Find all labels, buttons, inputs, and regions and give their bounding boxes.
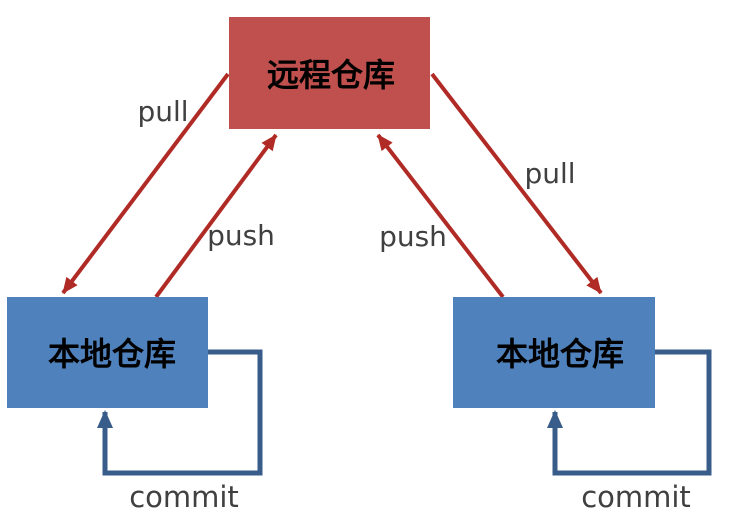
- node-local-repo-right-label: 本地仓库: [496, 335, 624, 373]
- node-remote-repo-label: 远程仓库: [267, 56, 395, 94]
- edge-commit-left-loop: [97, 349, 263, 476]
- node-local-repo-left: [7, 297, 208, 408]
- edge-pull-right: [430, 72, 603, 295]
- edge-commit-right-loop: [547, 349, 712, 476]
- edge-commit-left-label: commit: [129, 480, 239, 514]
- edge-push-right: [376, 133, 505, 299]
- edge-push-right-label: push: [379, 220, 447, 253]
- edge-push-left: [154, 133, 278, 299]
- edge-pull-left-label: pull: [137, 95, 188, 128]
- edge-push-left-label: push: [207, 219, 275, 252]
- edge-pull-right-label: pull: [524, 157, 575, 190]
- node-local-repo-right: [453, 297, 655, 408]
- edge-commit-right-label: commit: [581, 480, 691, 514]
- edge-pull-left: [61, 72, 230, 295]
- node-local-repo-left-label: 本地仓库: [48, 335, 176, 373]
- node-remote-repo: [229, 17, 430, 129]
